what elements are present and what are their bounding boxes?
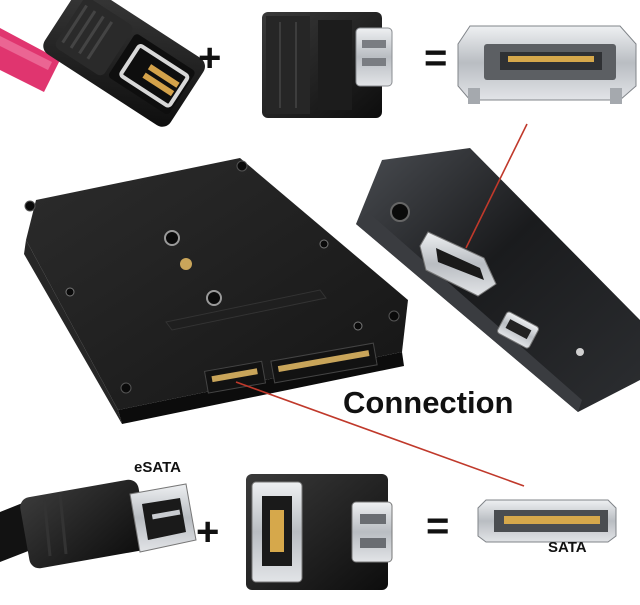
connection-label: Connection	[343, 385, 514, 420]
sata-receptacle-bottom-image	[477, 499, 617, 543]
plus-sign-top: +	[198, 36, 222, 80]
equals-sign-bottom: =	[426, 504, 450, 548]
esata-label: eSATA	[134, 459, 181, 476]
equals-sign-top: =	[424, 36, 448, 80]
plus-sign-bottom: +	[196, 510, 220, 554]
esata-cable-image	[0, 479, 197, 569]
sata-adapter-top-image	[262, 12, 393, 118]
esata-adapter-bottom-image	[246, 474, 393, 590]
external-enclosure-image	[356, 148, 640, 412]
sata-receptacle-top-image	[457, 25, 637, 104]
sata-cable-image	[0, 0, 205, 127]
sata-label: SATA	[548, 539, 587, 556]
callout-lines	[235, 123, 528, 487]
drive-enclosure-plate-image	[24, 158, 408, 424]
